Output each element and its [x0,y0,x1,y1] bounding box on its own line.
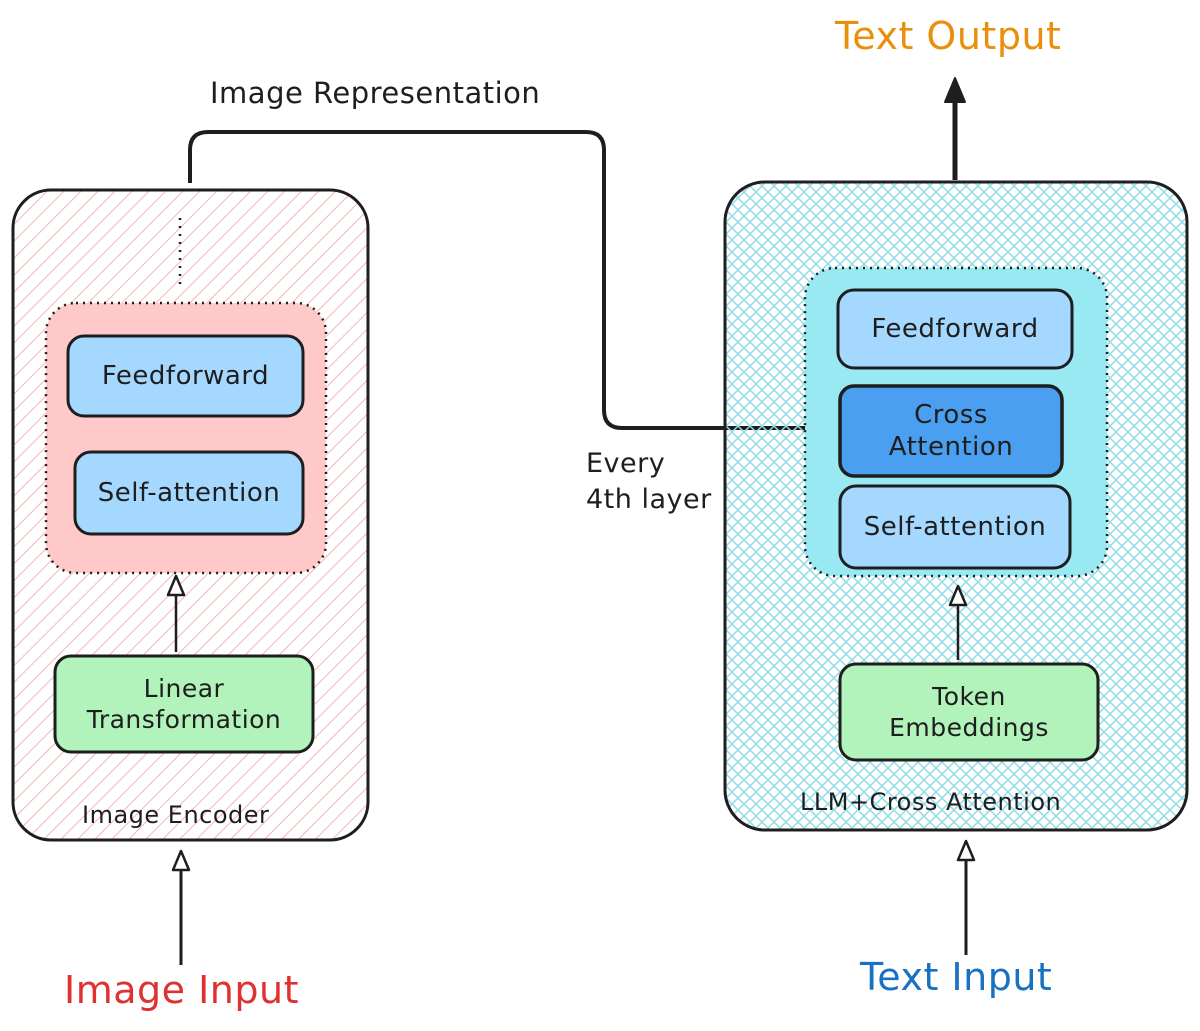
linear-transformation-box [53,654,315,754]
llm-caption: LLM+Cross Attention [800,788,1062,816]
linear-transformation-label: Linear Transformation [55,656,313,752]
llm-inner-arrow-head [948,584,968,607]
text-output-label: Text Output [835,14,1062,58]
cross-attention-box [838,384,1064,478]
token-embeddings-box [838,662,1100,762]
token-line2: Embeddings [889,713,1049,742]
fourth-layer-label: 4th layer [586,484,712,515]
image-representation-label: Image Representation [210,76,541,110]
cross-line1: Cross [914,399,988,430]
image-representation-connector [188,130,820,430]
cross-line2: Attention [888,432,1014,462]
encoder-feedforward-box [66,334,305,418]
llm-feedforward-label: Feedforward [871,313,1039,344]
token-embeddings-label: Token Embeddings [840,664,1098,760]
image-input-arrow-head [171,849,191,872]
llm-feedforward-box [836,288,1074,370]
encoder-self-attention-label: Self-attention [97,477,281,508]
linear-line2: Transformation [86,705,282,734]
llm-self-attention-box [838,484,1072,570]
text-output-arrow-head [944,77,966,103]
text-input-label: Text Input [860,955,1053,999]
linear-line1: Linear [143,673,225,703]
encoder-feedforward-label: Feedforward [101,360,270,391]
encoder-self-attention-box [73,450,305,536]
image-input-label: Image Input [64,968,299,1012]
cross-attention-label: Cross Attention [840,386,1062,476]
image-encoder-caption: Image Encoder [82,801,270,829]
every-label: Every [586,448,666,479]
encoder-inner-arrow-head [166,574,186,597]
text-input-arrow-head [956,839,976,862]
token-line1: Token [932,681,1006,711]
llm-self-attention-label: Self-attention [863,511,1047,542]
